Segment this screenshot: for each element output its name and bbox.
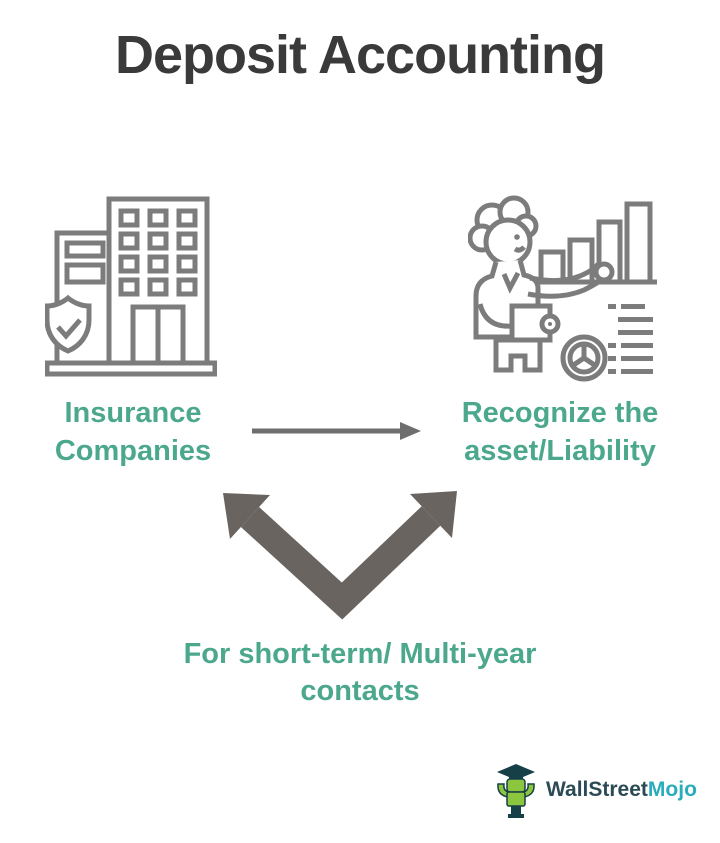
brand-logo: WallStreetMojo — [494, 762, 697, 818]
right-arrow-icon — [252, 422, 421, 440]
right-node-label: Recognize the asset/Liability — [461, 397, 659, 467]
wordmark-primary: WallStreet — [546, 778, 648, 801]
brand-wordmark: WallStreetMojo — [546, 778, 697, 802]
analyst-with-charts-icon — [468, 195, 657, 382]
building-with-shield-icon — [45, 196, 217, 377]
wordmark-accent: Mojo — [647, 778, 697, 801]
wallstreetmojo-mascot-icon — [497, 764, 535, 818]
double-up-arrow-icon — [223, 491, 457, 620]
bottom-flow-label: For short-term/ Multi-year contacts — [183, 638, 537, 707]
page-title: Deposit Accounting — [115, 25, 606, 85]
left-node-label: Insurance Companies — [54, 397, 212, 467]
